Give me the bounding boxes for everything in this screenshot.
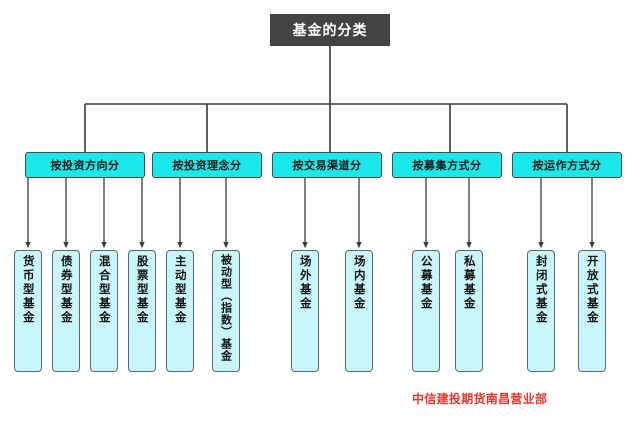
leaf-label: 主动型基金 bbox=[173, 255, 188, 325]
leaf-label: 货币型基金 bbox=[21, 255, 36, 325]
category-box-fundraising-method[interactable]: 按募集方式分 bbox=[392, 152, 502, 178]
leaf-box-exchange-traded-fund[interactable]: 场内基金 bbox=[345, 250, 373, 372]
leaf-label: 封闭式基金 bbox=[534, 255, 549, 325]
category-box-investment-direction[interactable]: 按投资方向分 bbox=[25, 152, 145, 178]
leaf-label: 开放式基金 bbox=[585, 255, 600, 325]
leaf-box-public-offering-fund[interactable]: 公募基金 bbox=[412, 250, 440, 372]
category-box-operation-method[interactable]: 按运作方式分 bbox=[512, 152, 622, 178]
leaf-label: 混合型基金 bbox=[97, 255, 112, 325]
leaf-box-active-fund[interactable]: 主动型基金 bbox=[166, 250, 194, 372]
leaf-label: 债券型基金 bbox=[59, 255, 74, 325]
leaf-box-open-end-fund[interactable]: 开放式基金 bbox=[578, 250, 606, 372]
leaf-label: 股票型基金 bbox=[135, 255, 150, 325]
leaf-label: 私募基金 bbox=[462, 255, 477, 311]
leaf-box-passive-index-fund[interactable]: 被动型（指数）基金 bbox=[212, 250, 240, 372]
category-box-trading-channel[interactable]: 按交易渠道分 bbox=[272, 152, 382, 178]
root-node-title: 基金的分类 bbox=[270, 14, 390, 46]
leaf-box-private-offering-fund[interactable]: 私募基金 bbox=[455, 250, 483, 372]
leaf-box-hybrid-fund[interactable]: 混合型基金 bbox=[90, 250, 118, 372]
leaf-label: 场内基金 bbox=[352, 255, 367, 311]
leaf-box-money-market-fund[interactable]: 货币型基金 bbox=[14, 250, 42, 372]
leaf-box-closed-end-fund[interactable]: 封闭式基金 bbox=[527, 250, 555, 372]
leaf-label: 被动型（指数）基金 bbox=[219, 254, 233, 362]
leaf-box-otc-fund[interactable]: 场外基金 bbox=[291, 250, 319, 372]
leaf-label: 场外基金 bbox=[298, 255, 313, 311]
leaf-box-equity-fund[interactable]: 股票型基金 bbox=[128, 250, 156, 372]
category-box-investment-philosophy[interactable]: 按投资理念分 bbox=[152, 152, 262, 178]
leaf-label: 公募基金 bbox=[419, 255, 434, 311]
branch-credit-text: 中信建投期货南昌营业部 bbox=[412, 392, 548, 406]
leaf-box-bond-fund[interactable]: 债券型基金 bbox=[52, 250, 80, 372]
